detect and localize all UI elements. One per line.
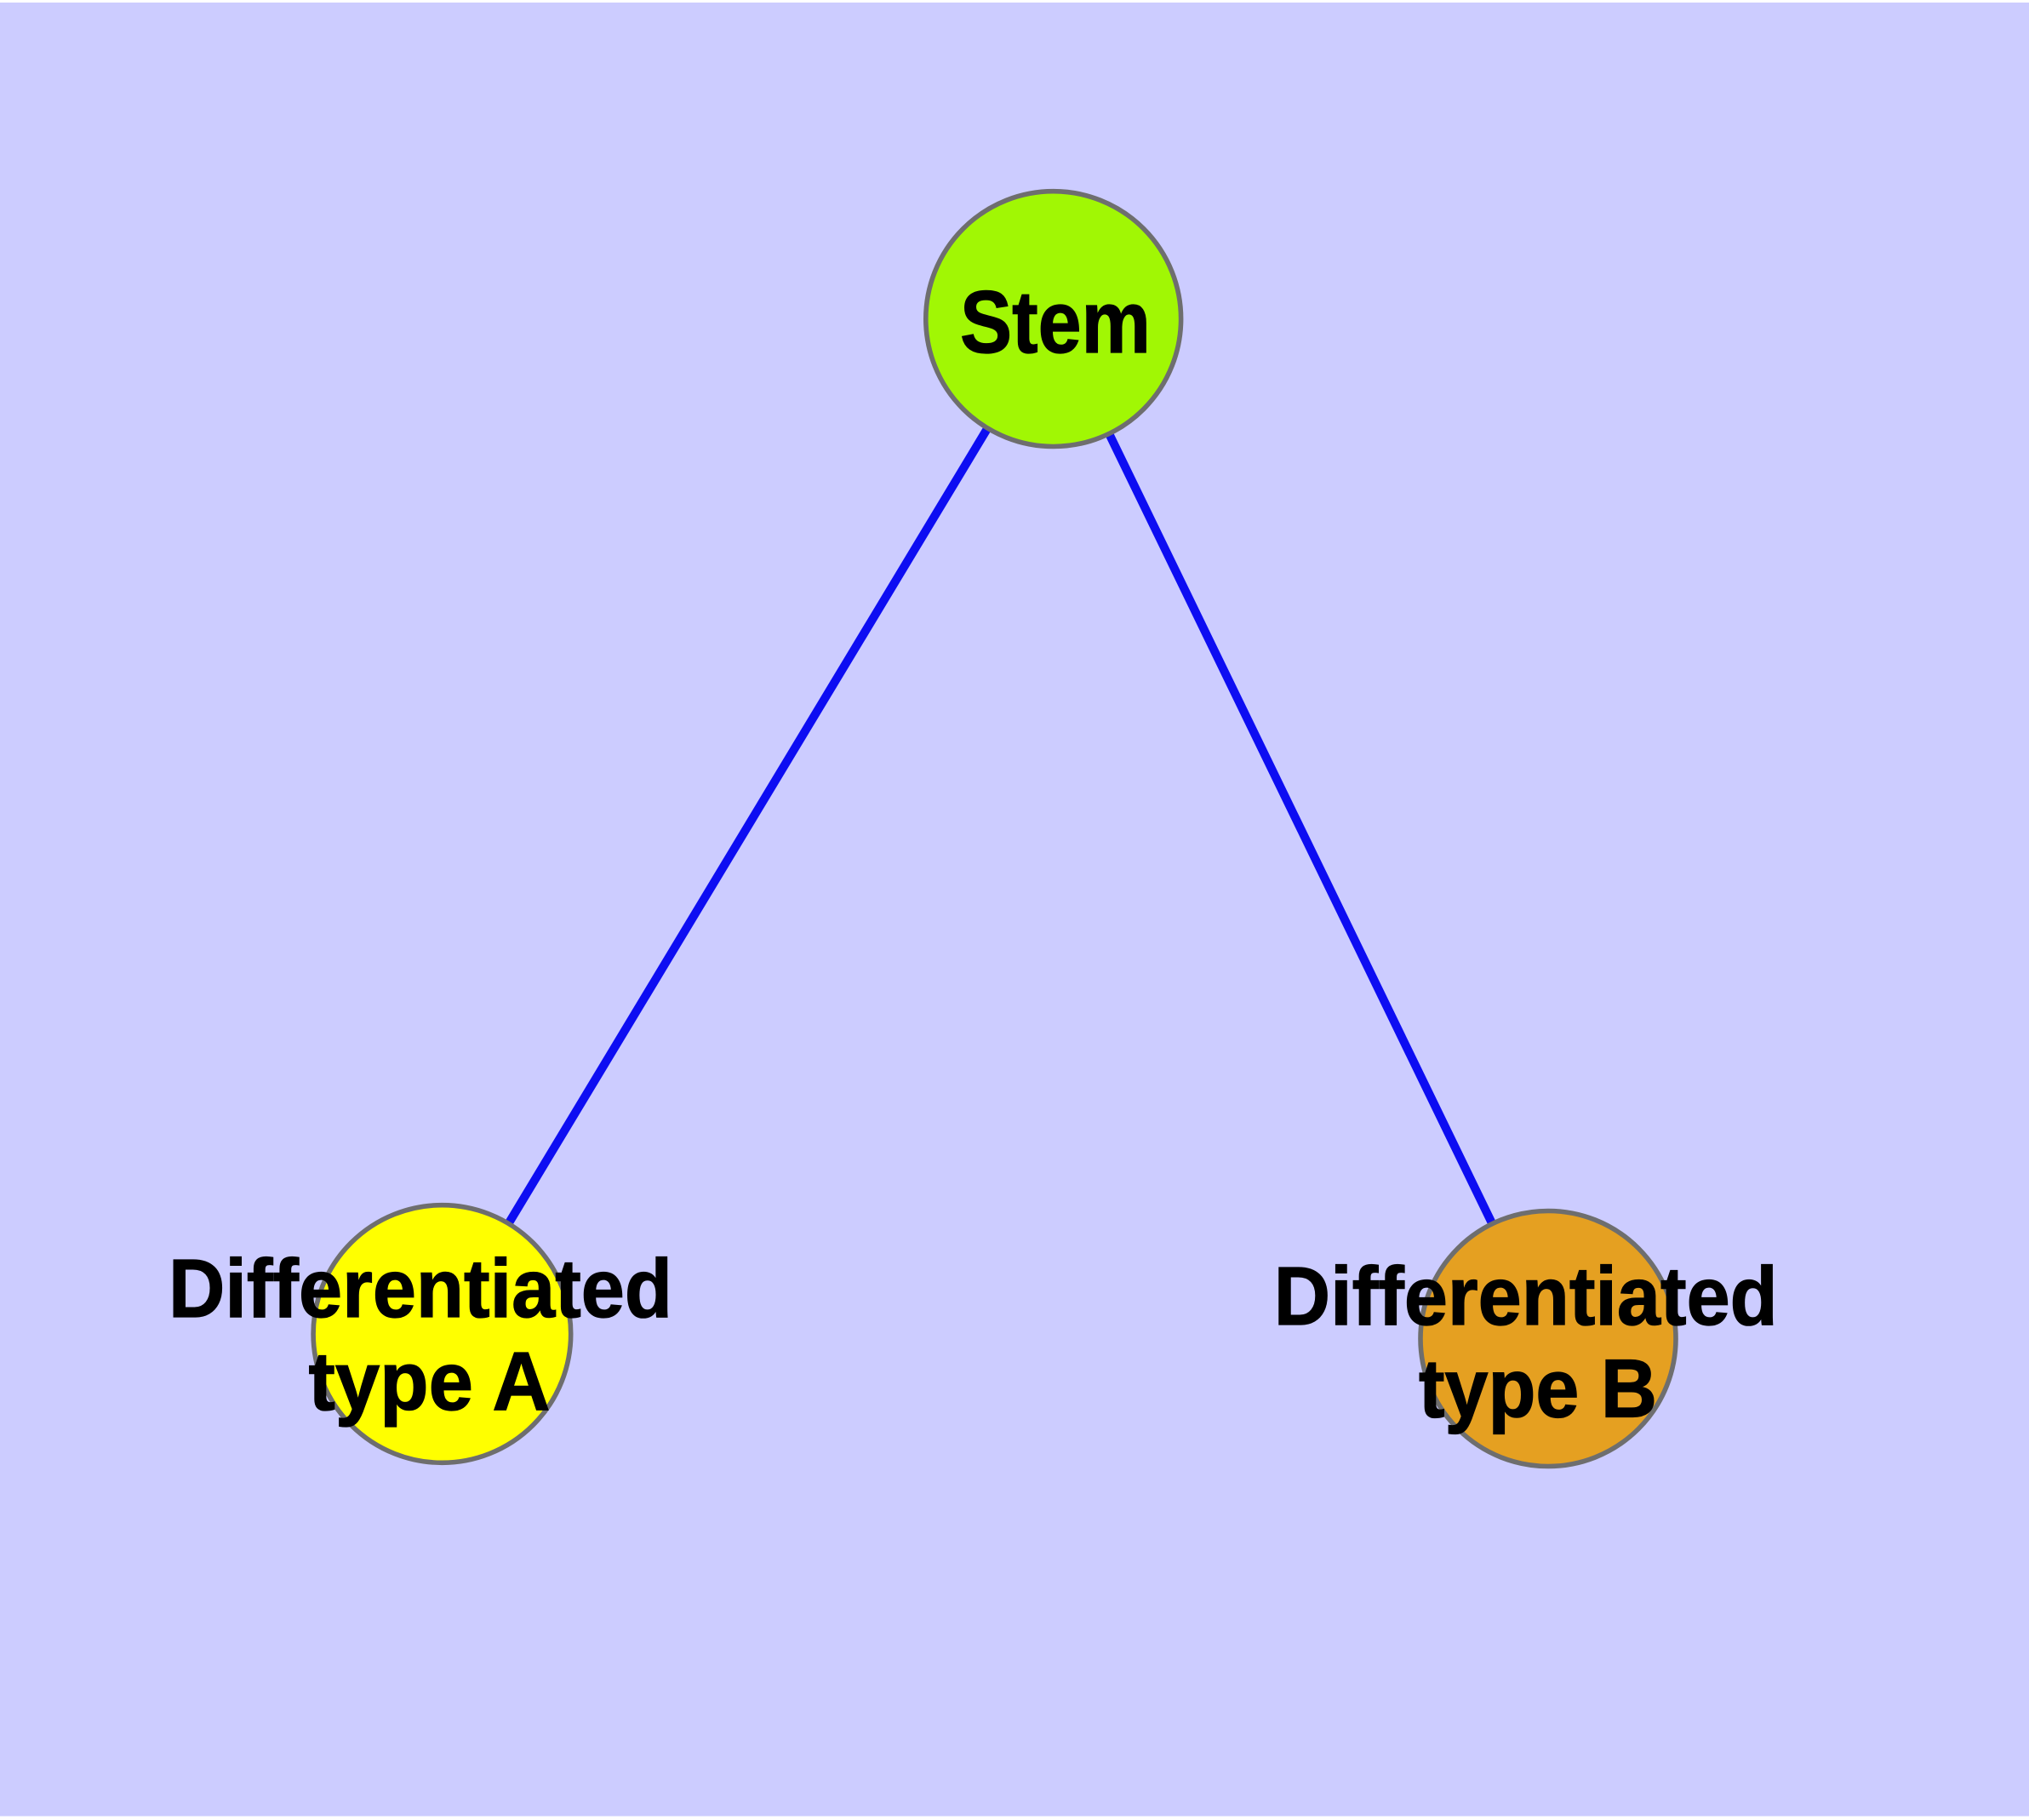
svg-text:Differentiated: Differentiated (1274, 1250, 1778, 1342)
svg-text:Stem: Stem (960, 273, 1151, 372)
svg-text:Differentiated: Differentiated (169, 1242, 672, 1335)
svg-text:type A: type A (309, 1335, 551, 1428)
svg-text:type B: type B (1419, 1342, 1657, 1435)
